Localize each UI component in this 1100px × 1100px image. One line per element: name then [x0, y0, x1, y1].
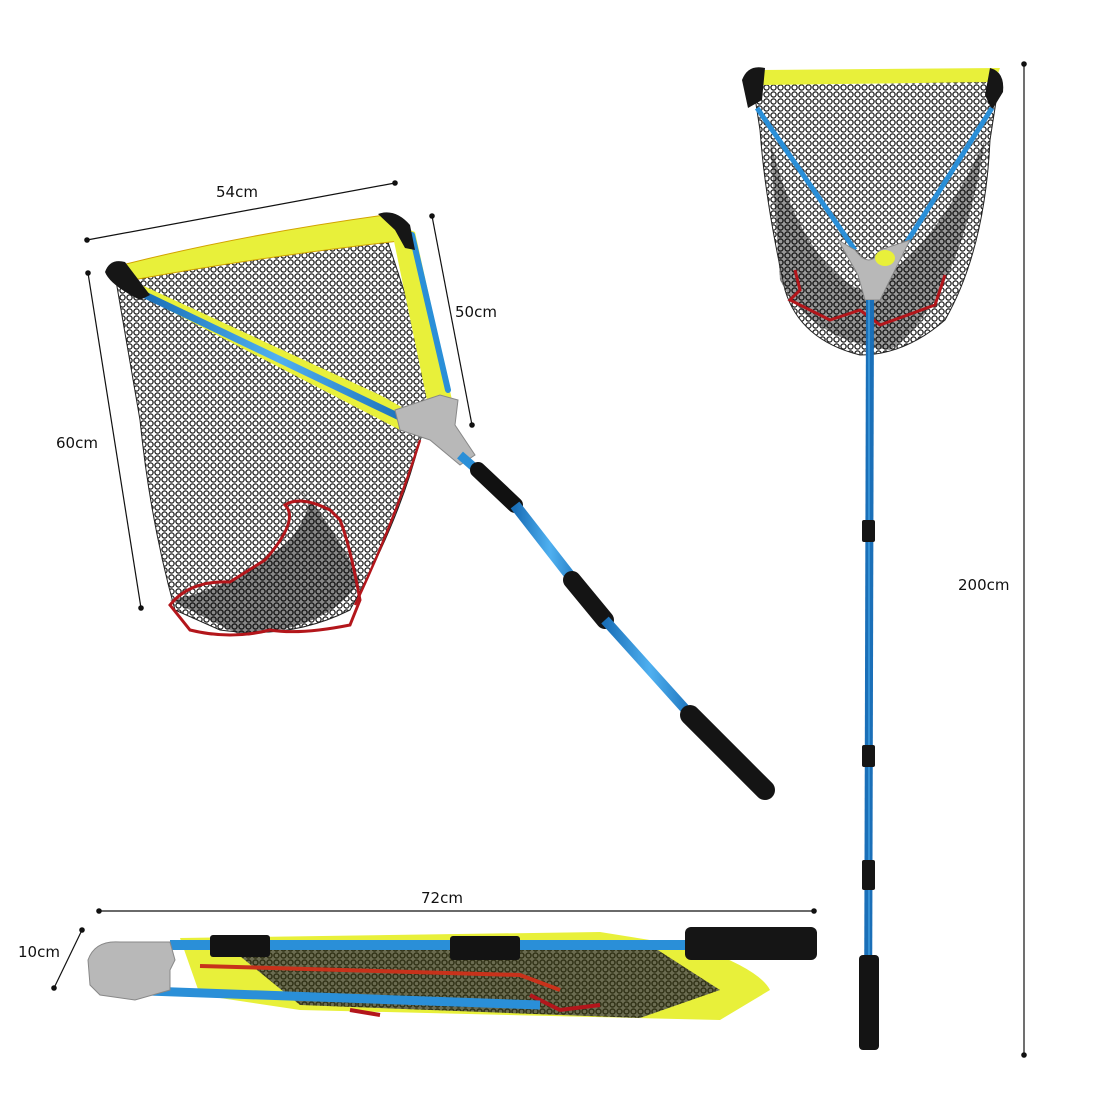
- folded-grip: [685, 927, 817, 960]
- head-depth-label: 50cm: [455, 303, 497, 321]
- grip-lower: [680, 705, 775, 800]
- folded-thickness-label: 10cm: [18, 943, 60, 961]
- corner-cap-right: [378, 212, 415, 250]
- arm-right: [409, 232, 451, 393]
- corner-cap-left: [105, 261, 150, 300]
- frame-right: [390, 222, 452, 412]
- arm-right-2: [902, 106, 995, 247]
- pole-2: [864, 299, 874, 1051]
- extended-length-label: 200cm: [958, 576, 1010, 594]
- collar-2c: [862, 860, 875, 890]
- pole-section-3: [601, 616, 699, 724]
- collar-1: [470, 462, 523, 513]
- folded-collar-2: [450, 936, 520, 960]
- folded-view: [87, 927, 817, 1020]
- corner-cap-tr: [985, 68, 1004, 110]
- extended-vertical-view: [742, 67, 1004, 1051]
- net-depth-label: 60cm: [56, 434, 98, 452]
- frame-top-2: [755, 68, 1000, 85]
- dimension-line-vertical: [1021, 61, 1027, 1058]
- folded-yoke: [87, 941, 176, 1001]
- dimension-lines-open: [84, 180, 475, 611]
- folded-collar-1: [210, 935, 270, 957]
- arm-left: [141, 291, 414, 426]
- folded-length-label: 72cm: [421, 889, 463, 907]
- head-width-label: 54cm: [216, 183, 258, 201]
- grip-upper: [563, 571, 614, 629]
- dimension-lines-folded: [51, 908, 817, 991]
- grip-2: [859, 955, 879, 1050]
- folded-pole-lower: [119, 985, 541, 1010]
- collar-2a: [862, 520, 875, 542]
- net-trim-2: [787, 269, 947, 327]
- collar-2b: [862, 745, 875, 767]
- yoke: [394, 394, 476, 466]
- arm-left-2: [754, 106, 858, 252]
- net-trim: [168, 499, 362, 637]
- corner-cap-tl: [742, 67, 765, 108]
- open-angled-view: [105, 212, 775, 800]
